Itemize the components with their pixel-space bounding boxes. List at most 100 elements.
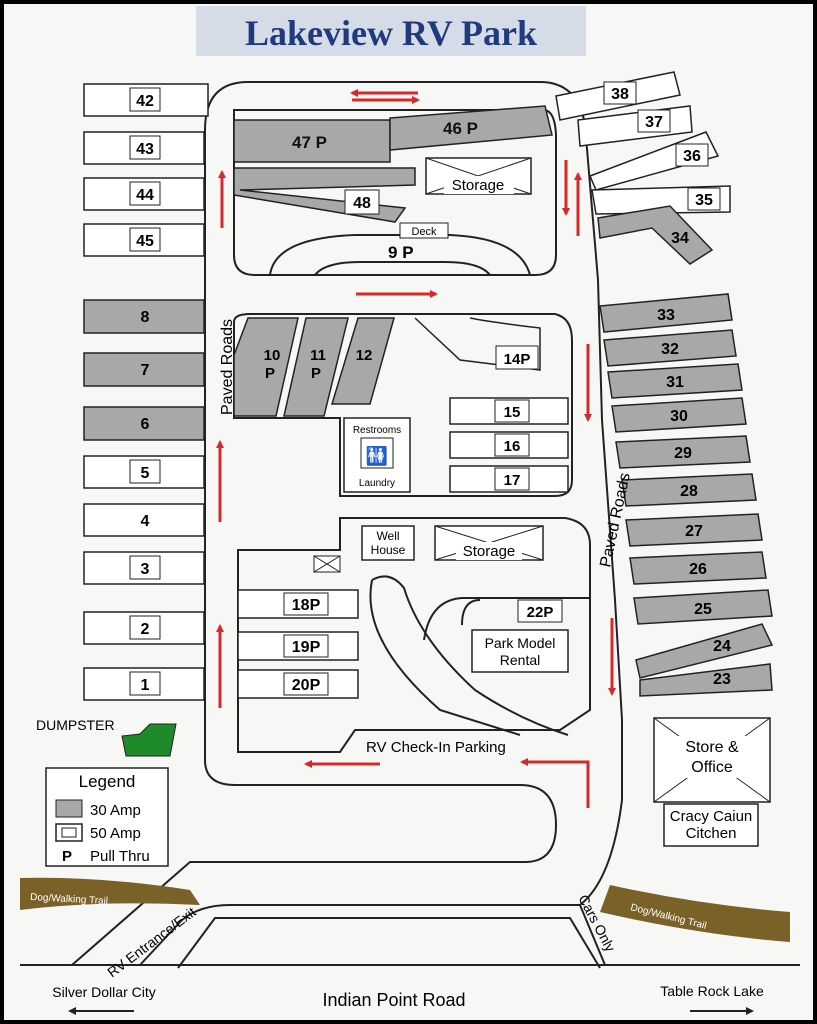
site-25[interactable]: [633, 589, 773, 625]
block-bottom: [237, 517, 591, 753]
dumpster-label: DUMPSTER: [36, 717, 115, 733]
site-27[interactable]: [625, 513, 763, 547]
top-right-sites: 38 37 36 35 34: [555, 71, 731, 265]
site-4[interactable]: [83, 503, 205, 537]
legend-title: Legend: [79, 772, 136, 791]
legend-30amp-swatch: [55, 799, 83, 818]
site-46[interactable]: [389, 105, 553, 151]
block-bottom-inner2: [369, 579, 521, 736]
site-17-label: 17: [504, 472, 521, 489]
legend-pull-symbol: P: [62, 848, 72, 865]
block-bottom-inner: [371, 575, 569, 736]
site-44-label: 44: [136, 187, 154, 204]
site-24[interactable]: [635, 623, 774, 679]
site-38-label: 38: [611, 86, 629, 103]
road-entrance-right: [139, 904, 606, 966]
site-14[interactable]: [495, 345, 539, 370]
site-22-label: 22P: [527, 604, 554, 621]
site-11[interactable]: [283, 317, 349, 417]
store-label-2: Office: [691, 759, 733, 776]
site-43-label: 43: [136, 141, 154, 158]
site-12-label: 12: [356, 347, 373, 364]
well-label-1: Well: [376, 529, 399, 543]
site-32[interactable]: [603, 329, 737, 367]
storage-top-label: Storage: [452, 177, 505, 194]
site-34[interactable]: [597, 205, 714, 265]
block-top: [233, 109, 557, 276]
park-model-label-1: Park Model: [485, 635, 556, 651]
site-6[interactable]: [83, 406, 205, 441]
road-entrance-inner: [177, 917, 601, 969]
site-12[interactable]: [330, 317, 395, 405]
site-47-label: 47 P: [292, 133, 327, 152]
entrance-label: RV Entrance/Exit: [104, 904, 199, 981]
site-33[interactable]: [599, 293, 733, 333]
park-map: Lakeview RV Park: [4, 4, 813, 1020]
cajun-kitchen: [663, 803, 759, 847]
site-25-label: 25: [694, 601, 712, 618]
site-26-label: 26: [689, 561, 707, 578]
title-banner: [196, 6, 586, 56]
right-sites: 33 32 31 30 29 28 27 26 25 24 23: [599, 293, 774, 697]
site-8-label: 8: [141, 309, 150, 326]
mid-block-sites: 10 P 11 P 12 14P 15 16 17 Restrooms 🚻 La…: [233, 317, 569, 493]
map-canvas: Dog/Walking Trail Dog/Walking Trail 47 P…: [20, 71, 800, 1015]
site-31-label: 31: [666, 374, 684, 391]
cajun-label-2: Citchen: [686, 825, 737, 842]
site-28[interactable]: [621, 473, 757, 507]
site-3-label: 3: [141, 561, 150, 578]
arrow-checkin: [520, 758, 590, 808]
restrooms-label: Restrooms: [353, 425, 401, 436]
site-30[interactable]: [611, 397, 747, 433]
legend-30amp-label: 30 Amp: [90, 802, 141, 819]
site-10[interactable]: [233, 317, 299, 417]
indian-point-road: Indian Point Road: [322, 990, 465, 1010]
site-31[interactable]: [607, 363, 743, 399]
dumpster-icon: [121, 723, 177, 757]
left-sites-30amp: 8 7 6: [83, 299, 205, 441]
site-23[interactable]: [639, 663, 773, 697]
site-26[interactable]: [629, 551, 767, 585]
site-6-label: 6: [141, 416, 150, 433]
table-rock-lake: Table Rock Lake: [660, 983, 764, 999]
site-36-label: 36: [683, 148, 701, 165]
site-11-label: 11: [310, 347, 326, 364]
site-47[interactable]: [233, 119, 391, 163]
site-24-label: 24: [713, 638, 731, 655]
site-7[interactable]: [83, 352, 205, 387]
site-5-label: 5: [141, 465, 150, 482]
block-bottom-inner4: [461, 599, 481, 626]
block-mid: [233, 313, 573, 497]
legend-50amp-label: 50 Amp: [90, 825, 141, 842]
left-sites-top: 42 43 44 45: [83, 83, 209, 257]
store-label-1: Store &: [685, 739, 739, 756]
site-14-label: 14P: [504, 351, 531, 368]
site-22[interactable]: [517, 599, 563, 623]
site-10-pull: P: [265, 365, 275, 382]
bottom-block: Well House Storage 18P 19P 20P 22P Park …: [237, 525, 569, 756]
restroom-icon: [360, 437, 394, 469]
well-label-2: House: [371, 543, 406, 557]
site-7-label: 7: [141, 362, 150, 379]
site-33-label: 33: [657, 307, 675, 324]
site-48[interactable]: [233, 167, 416, 223]
park-model-rental: [471, 629, 569, 673]
site-16-label: 16: [504, 438, 521, 455]
left-sites-bottom: 5 4 3 2 1: [83, 455, 205, 701]
site-8[interactable]: [83, 299, 205, 334]
site-1-label: 1: [141, 677, 150, 694]
road-outlines: [20, 81, 800, 969]
legend-pull-label: Pull Thru: [90, 848, 150, 865]
trail-left: [20, 877, 200, 910]
site-29[interactable]: [615, 435, 751, 469]
store-office: Store & Office Cracy Caiun Citchen: [653, 717, 771, 847]
site-18-label: 18P: [292, 597, 321, 614]
site-19-label: 19P: [292, 639, 321, 656]
site-20-label: 20P: [292, 677, 321, 694]
road-outer-loop: [248, 81, 623, 906]
laundry-label: Laundry: [359, 478, 395, 489]
site-23-label: 23: [713, 671, 731, 688]
site-11-pull: P: [311, 365, 321, 382]
site-28-label: 28: [680, 483, 698, 500]
deck-label: Deck: [411, 226, 437, 238]
